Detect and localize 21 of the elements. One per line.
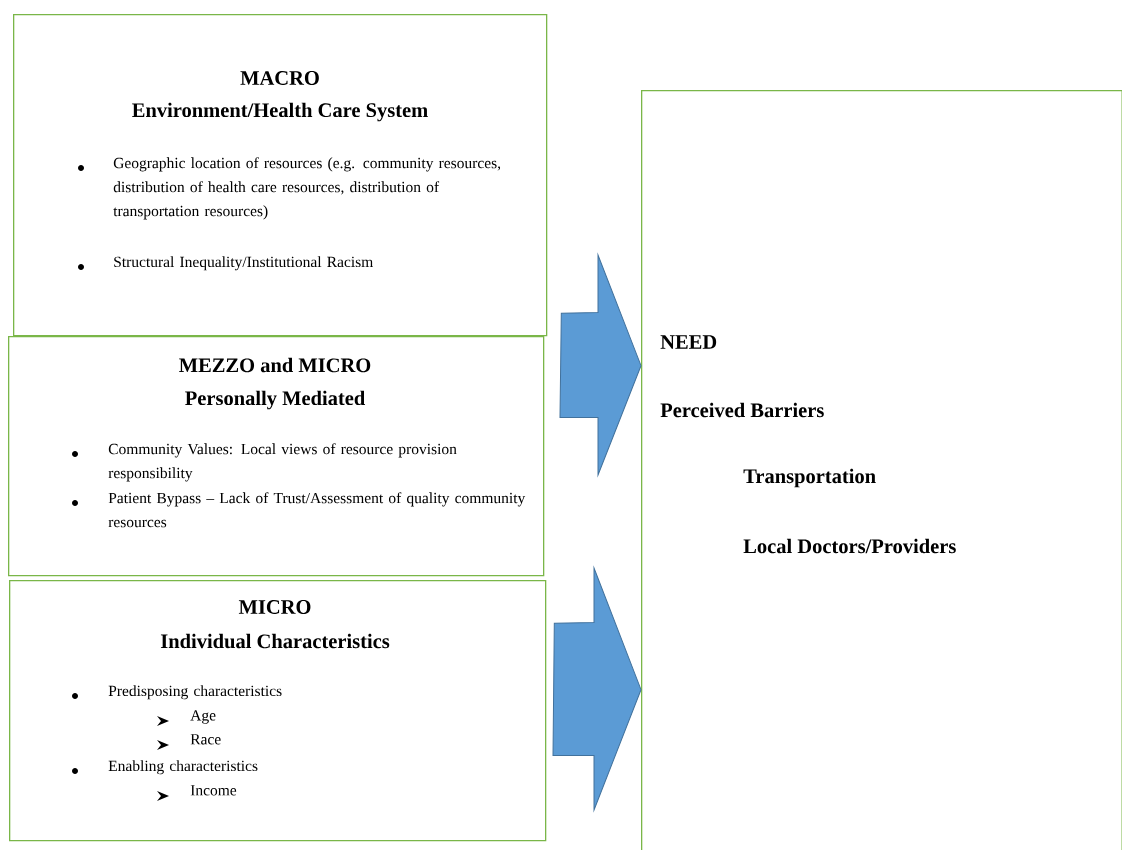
list-item: Geographic location of resources (e.g. community resources, distribution of health care resources, distribution of transportation resources) xyxy=(113,157,501,220)
list-item: Enabling characteristics xyxy=(108,760,258,775)
heading: MICRO xyxy=(238,600,311,614)
list-item: Predisposing characteristics xyxy=(108,685,282,700)
list-item: Patient Bypass – Lack of Trust/Assessment of quality community resources xyxy=(108,492,526,528)
label: Local Doctors/Providers xyxy=(743,538,956,554)
block-arrow xyxy=(559,254,642,476)
heading: Personally Mediated xyxy=(185,390,366,410)
list-item: Structural Inequality/Institutional Racism xyxy=(114,256,373,271)
heading: MEZZO and MICRO xyxy=(179,357,371,373)
block-arrow xyxy=(552,567,642,811)
list-item: Race xyxy=(190,734,221,745)
heading: Individual Characteristics xyxy=(160,633,390,649)
label: Perceived Barriers xyxy=(660,402,824,418)
heading: Environment/Health Care System xyxy=(132,102,428,122)
heading: MACRO xyxy=(240,71,319,85)
list-item: Income xyxy=(190,785,237,796)
list-item: Age xyxy=(190,710,216,724)
list-item: Community Values: Local views of resource provision responsibility xyxy=(108,443,457,482)
label: Transportation xyxy=(743,468,876,488)
label: NEED xyxy=(660,335,717,349)
